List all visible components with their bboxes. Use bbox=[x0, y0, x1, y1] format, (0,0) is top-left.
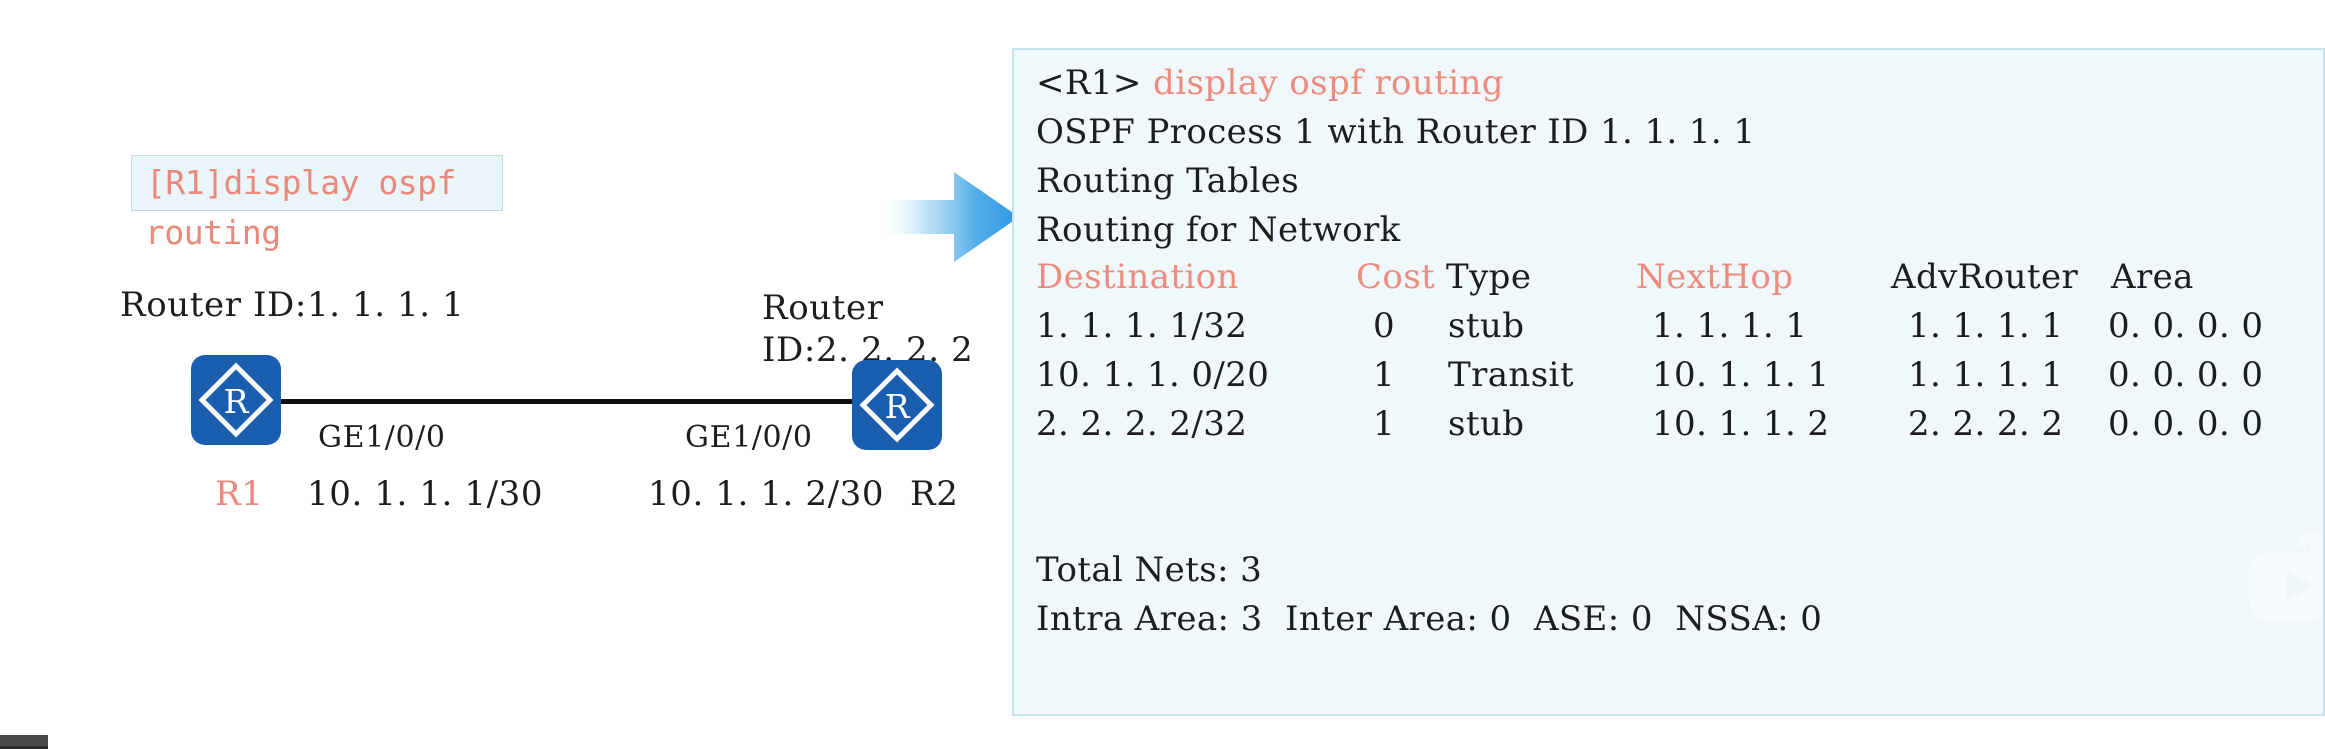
router-icon-r2: R bbox=[852, 360, 942, 450]
terminal-line-area-summary: Intra Area: 3 Inter Area: 0 ASE: 0 NSSA:… bbox=[1036, 599, 1823, 639]
column-header-cost: Cost bbox=[1356, 257, 1436, 297]
ospf-routing-table: Destination Cost Type NextHop AdvRouter … bbox=[1036, 257, 2306, 453]
right-arrow-icon bbox=[876, 172, 1019, 262]
cell-advrouter: 1. 1. 1. 1 bbox=[1908, 355, 2064, 395]
cell-destination: 10. 1. 1. 0/20 bbox=[1036, 355, 1270, 395]
cell-nexthop: 1. 1. 1. 1 bbox=[1652, 306, 1808, 346]
right-router-interface-name: GE1/0/0 bbox=[685, 420, 813, 455]
column-header-type: Type bbox=[1446, 257, 1532, 297]
terminal-command: display ospf routing bbox=[1153, 63, 1504, 103]
terminal-line-routing-tables: Routing Tables bbox=[1036, 161, 1300, 201]
right-router-id-label-line1: Router bbox=[762, 288, 884, 328]
network-topology-diagram: [R1]display ospf routing Router ID:1. 1.… bbox=[0, 0, 1019, 746]
right-router-name-label: R2 bbox=[910, 474, 959, 514]
cell-area: 0. 0. 0. 0 bbox=[2108, 306, 2264, 346]
cell-destination: 2. 2. 2. 2/32 bbox=[1036, 404, 1248, 444]
table-row: 10. 1. 1. 0/20 1 Transit 10. 1. 1. 1 1. … bbox=[1036, 355, 2306, 404]
command-callout-text: [R1]display ospf bbox=[146, 163, 456, 202]
cell-cost: 1 bbox=[1373, 404, 1396, 444]
cell-advrouter: 1. 1. 1. 1 bbox=[1908, 306, 2064, 346]
terminal-prompt: <R1> bbox=[1036, 63, 1142, 103]
left-router-name-label: R1 bbox=[215, 474, 264, 514]
terminal-command-line: <R1> display ospf routing bbox=[1036, 63, 1504, 103]
watermark-logo-icon bbox=[2249, 533, 2323, 620]
router-icon-r1: R bbox=[191, 355, 281, 445]
cell-cost: 1 bbox=[1373, 355, 1396, 395]
left-router-interface-address: 10. 1. 1. 1/30 bbox=[307, 474, 544, 514]
cell-type: stub bbox=[1448, 306, 1525, 346]
page-bottom-artifact bbox=[0, 735, 48, 749]
cell-advrouter: 2. 2. 2. 2 bbox=[1908, 404, 2064, 444]
command-callout-box: [R1]display ospf bbox=[131, 155, 503, 211]
terminal-line-process: OSPF Process 1 with Router ID 1. 1. 1. 1 bbox=[1036, 112, 1756, 152]
table-row: 2. 2. 2. 2/32 1 stub 10. 1. 1. 2 2. 2. 2… bbox=[1036, 404, 2306, 453]
table-row: 1. 1. 1. 1/32 0 stub 1. 1. 1. 1 1. 1. 1.… bbox=[1036, 306, 2306, 355]
cell-type: Transit bbox=[1448, 355, 1574, 395]
right-router-interface-address: 10. 1. 1. 2/30 bbox=[648, 474, 885, 514]
column-header-nexthop: NextHop bbox=[1636, 257, 1794, 297]
command-callout-text-wrapped: routing bbox=[145, 213, 281, 252]
cell-nexthop: 10. 1. 1. 1 bbox=[1652, 355, 1830, 395]
column-header-advrouter: AdvRouter bbox=[1891, 257, 2079, 297]
table-header-row: Destination Cost Type NextHop AdvRouter … bbox=[1036, 257, 2306, 306]
terminal-line-routing-for-network: Routing for Network bbox=[1036, 210, 1401, 250]
svg-text:R: R bbox=[885, 387, 911, 426]
svg-text:R: R bbox=[224, 382, 250, 421]
left-router-id-label: Router ID:1. 1. 1. 1 bbox=[120, 285, 465, 325]
cell-cost: 0 bbox=[1373, 306, 1396, 346]
column-header-area: Area bbox=[2111, 257, 2194, 297]
terminal-line-total-nets: Total Nets: 3 bbox=[1036, 550, 1263, 590]
terminal-output-panel: <R1> display ospf routing OSPF Process 1… bbox=[1012, 48, 2325, 716]
ethernet-link-line bbox=[281, 399, 853, 404]
cell-type: stub bbox=[1448, 404, 1525, 444]
left-router-interface-name: GE1/0/0 bbox=[318, 420, 446, 455]
cell-area: 0. 0. 0. 0 bbox=[2108, 355, 2264, 395]
cell-area: 0. 0. 0. 0 bbox=[2108, 404, 2264, 444]
cell-destination: 1. 1. 1. 1/32 bbox=[1036, 306, 1248, 346]
column-header-destination: Destination bbox=[1036, 257, 1239, 297]
cell-nexthop: 10. 1. 1. 2 bbox=[1652, 404, 1830, 444]
